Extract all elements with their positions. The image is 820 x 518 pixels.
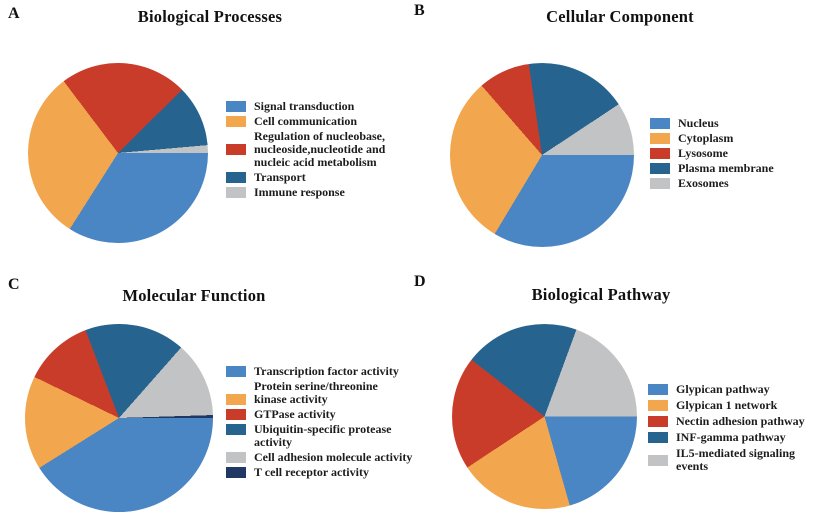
legend-item: Signal transduction — [226, 100, 406, 113]
legend-item: Nectin adhesion pathway — [648, 415, 820, 428]
legend-item: Plasma membrane — [650, 162, 815, 175]
panel-letter-a: A — [8, 5, 20, 22]
panel-molecular-function: C Molecular Function Transcription facto… — [0, 259, 412, 518]
legend-swatch — [648, 384, 668, 395]
panel-letter-b: B — [414, 2, 425, 19]
legend-label: Protein serine/threonine kinase activity — [254, 379, 378, 406]
legend-swatch — [226, 187, 246, 198]
legend-label: Cytoplasm — [678, 131, 734, 145]
legend-item: GTPase activity — [226, 408, 426, 421]
legend-swatch — [226, 172, 246, 183]
legend-swatch — [226, 366, 246, 377]
legend-label: Signal transduction — [254, 99, 355, 113]
panel-title-biological-pathway: Biological Pathway — [531, 285, 671, 304]
panel-title-biological-processes: Biological Processes — [137, 7, 283, 26]
legend-label: Exosomes — [678, 176, 729, 190]
pie-chart-cellular-component — [450, 63, 634, 247]
legend-item: Lysosome — [650, 147, 815, 160]
legend-item: Transport — [226, 171, 406, 184]
legend-label: Immune response — [254, 185, 345, 199]
panel-letter-d: D — [414, 273, 426, 290]
legend-swatch — [226, 394, 246, 405]
legend-swatch — [226, 409, 246, 420]
pie-chart-biological-processes — [28, 63, 208, 243]
legend-label: Plasma membrane — [678, 161, 774, 175]
legend-item: Cell communication — [226, 115, 406, 128]
legend-item: Nucleus — [650, 117, 815, 130]
legend-label: T cell receptor activity — [254, 465, 369, 479]
legend-swatch — [226, 101, 246, 112]
legend-swatch — [650, 178, 670, 189]
legend-swatch — [650, 163, 670, 174]
legend-swatch — [648, 454, 668, 466]
legend-item: Regulation of nucleobase, nucleoside,nuc… — [226, 130, 406, 169]
legend-swatch — [650, 148, 670, 159]
pie-chart-biological-pathway — [452, 324, 637, 509]
legend-swatch — [650, 133, 670, 144]
legend-item: T cell receptor activity — [226, 466, 426, 479]
legend-label: Cell adhesion molecule activity — [254, 450, 413, 464]
legend-label: INF-gamma pathway — [676, 430, 786, 444]
panel-title-molecular-function: Molecular Function — [122, 286, 266, 305]
legend-item: Protein serine/threonine kinase activity — [226, 380, 426, 406]
legend-swatch — [226, 424, 246, 435]
legend-label: Nectin adhesion pathway — [676, 414, 805, 428]
panel-biological-processes: A Biological Processes Signal transducti… — [0, 0, 410, 259]
legend-item: Exosomes — [650, 177, 815, 190]
legend-label: Glypican 1 network — [676, 398, 778, 412]
legend-label: GTPase activity — [254, 407, 336, 421]
legend-label: IL5-mediated signaling events — [676, 446, 796, 473]
legend-item: Cytoplasm — [650, 132, 815, 145]
legend-item: INF-gamma pathway — [648, 431, 820, 444]
legend-label: Ubiquitin-specific protease activity — [254, 422, 392, 449]
legend-swatch — [226, 452, 246, 463]
legend-label: Regulation of nucleobase, nucleoside,nuc… — [254, 129, 386, 169]
pie-chart-molecular-function — [25, 324, 213, 512]
legend-swatch — [226, 116, 246, 127]
legend-item: Transcription factor activity — [226, 365, 426, 378]
legend-label: Nucleus — [678, 116, 719, 130]
panel-letter-c: C — [8, 276, 20, 293]
legend-swatch — [648, 400, 668, 411]
legend-swatch — [648, 416, 668, 427]
legend-label: Glypican pathway — [676, 382, 770, 396]
legend-label: Cell communication — [254, 114, 357, 128]
legend-item: Glypican 1 network — [648, 399, 820, 412]
legend-label: Lysosome — [678, 146, 729, 160]
legend-swatch — [650, 118, 670, 129]
legend-label: Transcription factor activity — [254, 364, 399, 378]
legend-item: Immune response — [226, 186, 406, 199]
legend-swatch — [226, 467, 246, 478]
legend-swatch — [648, 432, 668, 443]
legend-swatch — [226, 144, 246, 155]
legend-item: IL5-mediated signaling events — [648, 447, 820, 473]
legend-item: Cell adhesion molecule activity — [226, 451, 426, 464]
panel-title-cellular-component: Cellular Component — [546, 7, 694, 26]
legend-label: Transport — [254, 170, 306, 184]
legend-item: Ubiquitin-specific protease activity — [226, 423, 426, 449]
legend-item: Glypican pathway — [648, 383, 820, 396]
